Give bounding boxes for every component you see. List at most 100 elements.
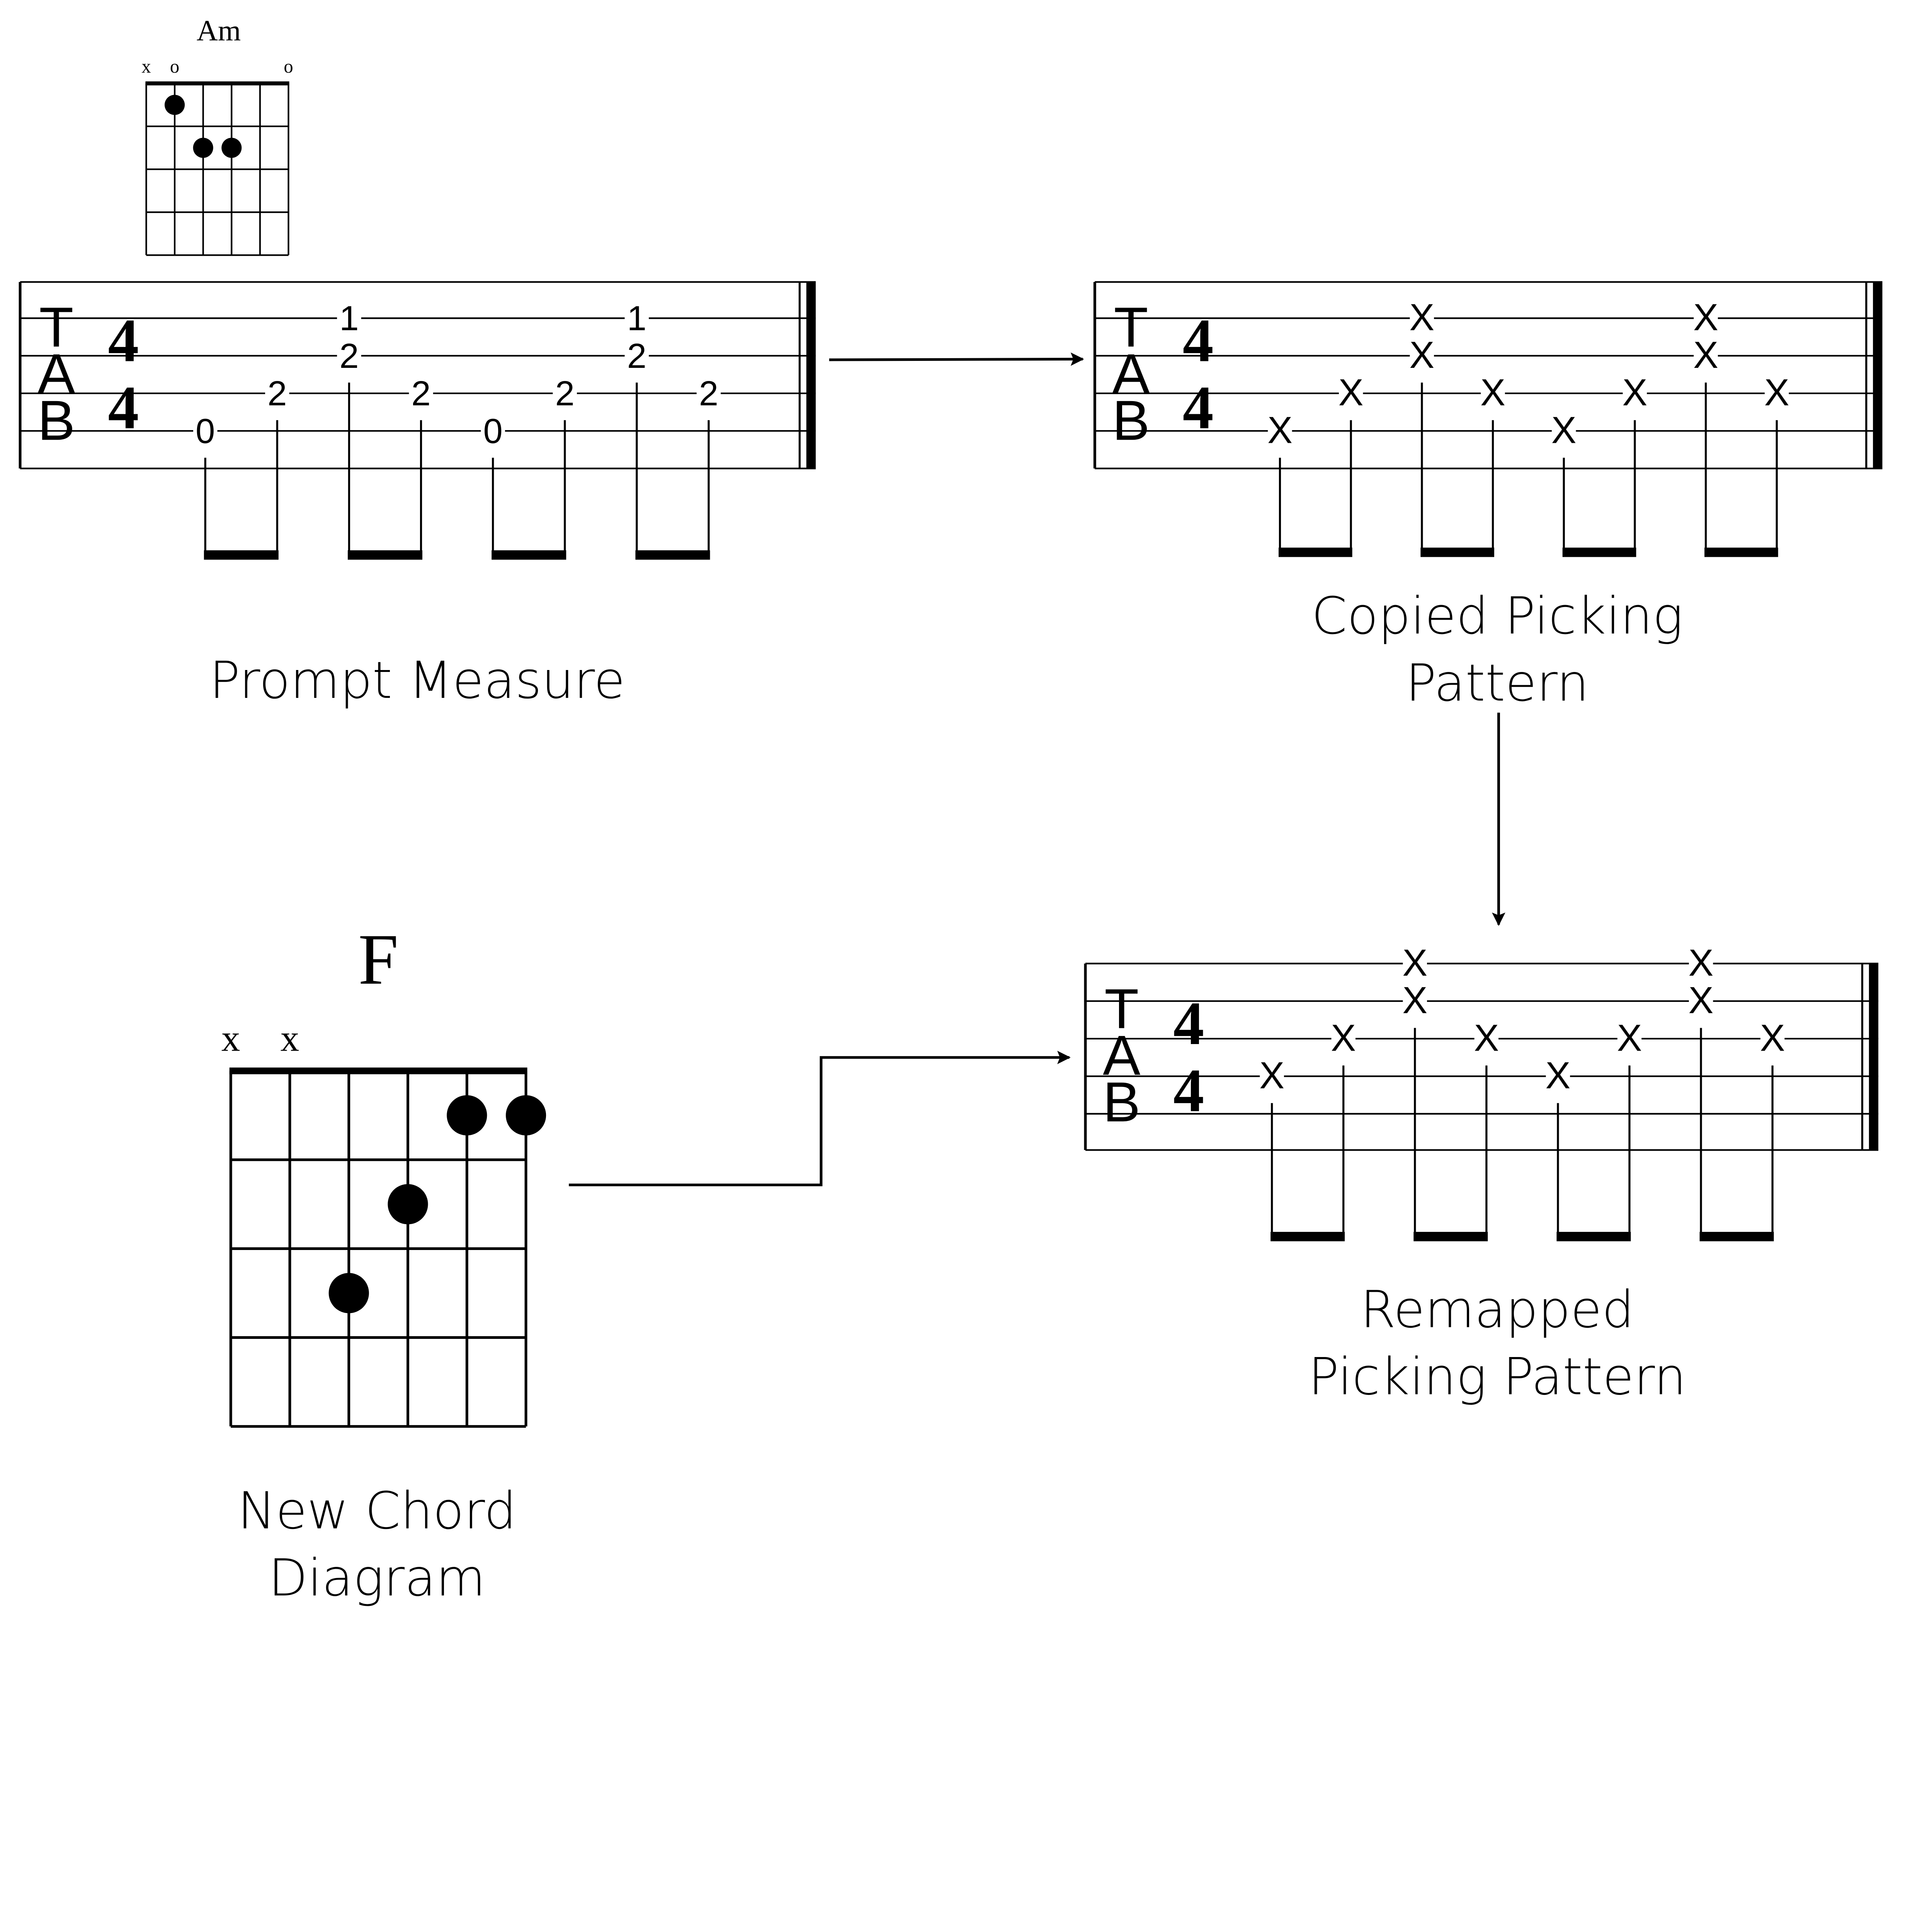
tab-clef-letter: T [1104, 977, 1139, 1040]
tab-note: X [1546, 1054, 1571, 1097]
finger-dots [165, 95, 242, 158]
arrow-prompt-to-copied [829, 352, 1084, 366]
tab-clef-letter: T [39, 296, 73, 359]
tab-note: X [1402, 979, 1427, 1021]
time-signature-top: 4 [108, 306, 139, 375]
chord-name: Am [197, 14, 241, 47]
finger-dots [328, 1095, 546, 1313]
final-bar-thick [1873, 282, 1883, 469]
tab-note: X [1693, 334, 1718, 376]
arrow-chord-to-remapped [569, 1051, 1071, 1187]
tab-clef-letter: T [1114, 296, 1148, 359]
finger-dot [193, 138, 213, 158]
remapped-pattern-label-line1: Remapped [1361, 1281, 1634, 1340]
tab-clef-letter: A [1103, 1024, 1140, 1087]
note-gap [337, 314, 361, 322]
tab-note: 1 [627, 299, 646, 338]
note-gap [1694, 352, 1718, 360]
beam [1562, 548, 1636, 557]
time-signature-top: 4 [1183, 306, 1214, 375]
open-string-marker: o [284, 56, 293, 77]
note-gap [624, 314, 649, 322]
muted-string-marker: x [141, 56, 151, 77]
note-gap [1268, 427, 1292, 435]
tab-note: 1 [339, 299, 359, 338]
tab-note: X [1617, 1017, 1642, 1059]
tab-clef-letter: B [1112, 389, 1150, 452]
finger-dot [165, 95, 185, 115]
remapped-pattern-label-line2: Picking Pattern [1308, 1347, 1686, 1406]
tab-note: X [1689, 942, 1714, 984]
note-gap [553, 389, 577, 398]
note-gap [1260, 1072, 1284, 1080]
tab-note: X [1409, 296, 1434, 338]
chord-name: F [358, 919, 398, 1000]
beam [1556, 1232, 1631, 1242]
note-gap [1338, 389, 1363, 398]
note-gap [1481, 389, 1505, 398]
beam [1279, 548, 1352, 557]
finger-dot [328, 1273, 369, 1313]
tab-note: X [1259, 1054, 1284, 1097]
tab-note: X [1331, 1017, 1356, 1059]
final-bar-thick [806, 282, 816, 469]
beam [492, 550, 566, 560]
muted-string-marker: x [281, 1017, 299, 1059]
tab-note: 0 [483, 412, 503, 451]
note-gap [1403, 997, 1427, 1005]
note-gap [1622, 389, 1647, 398]
note-gap [1403, 959, 1427, 968]
tab-note: X [1267, 409, 1293, 451]
note-gap [1410, 314, 1434, 322]
tab-note: 2 [267, 374, 287, 413]
copied-pattern-label-line2: Pattern [1406, 654, 1589, 713]
tab-clef-letter: A [37, 342, 75, 405]
time-signature-bottom: 4 [108, 373, 139, 442]
beam [1413, 1232, 1488, 1242]
tab-note: X [1402, 942, 1427, 984]
note-gap [1617, 1034, 1642, 1043]
finger-dot [447, 1095, 487, 1136]
tab-note: X [1622, 371, 1647, 413]
tab-note: X [1693, 296, 1718, 338]
note-gap [1689, 997, 1713, 1005]
tab-note: X [1409, 334, 1434, 376]
tab-note: X [1480, 371, 1505, 413]
final-bar-thick [1869, 963, 1879, 1150]
finger-dot [388, 1184, 428, 1225]
note-gap [1765, 389, 1789, 398]
copied-pattern-label-line1: Copied Picking [1311, 587, 1683, 646]
tab-note: X [1551, 409, 1577, 451]
beam [1420, 548, 1495, 557]
beam [1704, 548, 1778, 557]
muted-string-marker: x [221, 1017, 240, 1059]
beam [1270, 1232, 1345, 1242]
note-gap [481, 427, 505, 435]
tab-note: X [1689, 979, 1714, 1021]
new-chord-label-line1: New Chord [238, 1481, 517, 1541]
note-gap [1331, 1034, 1355, 1043]
time-signature-top: 4 [1173, 989, 1204, 1058]
beam [1699, 1232, 1774, 1242]
note-gap [1551, 427, 1576, 435]
beam [348, 550, 423, 560]
tab-note: 0 [196, 412, 215, 451]
note-gap [1410, 352, 1434, 360]
finger-dot [221, 138, 242, 158]
note-gap [1546, 1072, 1570, 1080]
prompt-measure-label: Prompt Measure [209, 651, 625, 710]
note-gap [265, 389, 289, 398]
tab-clef-letter: B [37, 389, 75, 452]
tab-note: X [1338, 371, 1364, 413]
note-gap [193, 427, 218, 435]
tab-note: X [1764, 371, 1789, 413]
tab-note: 2 [555, 374, 575, 413]
note-gap [409, 389, 433, 398]
